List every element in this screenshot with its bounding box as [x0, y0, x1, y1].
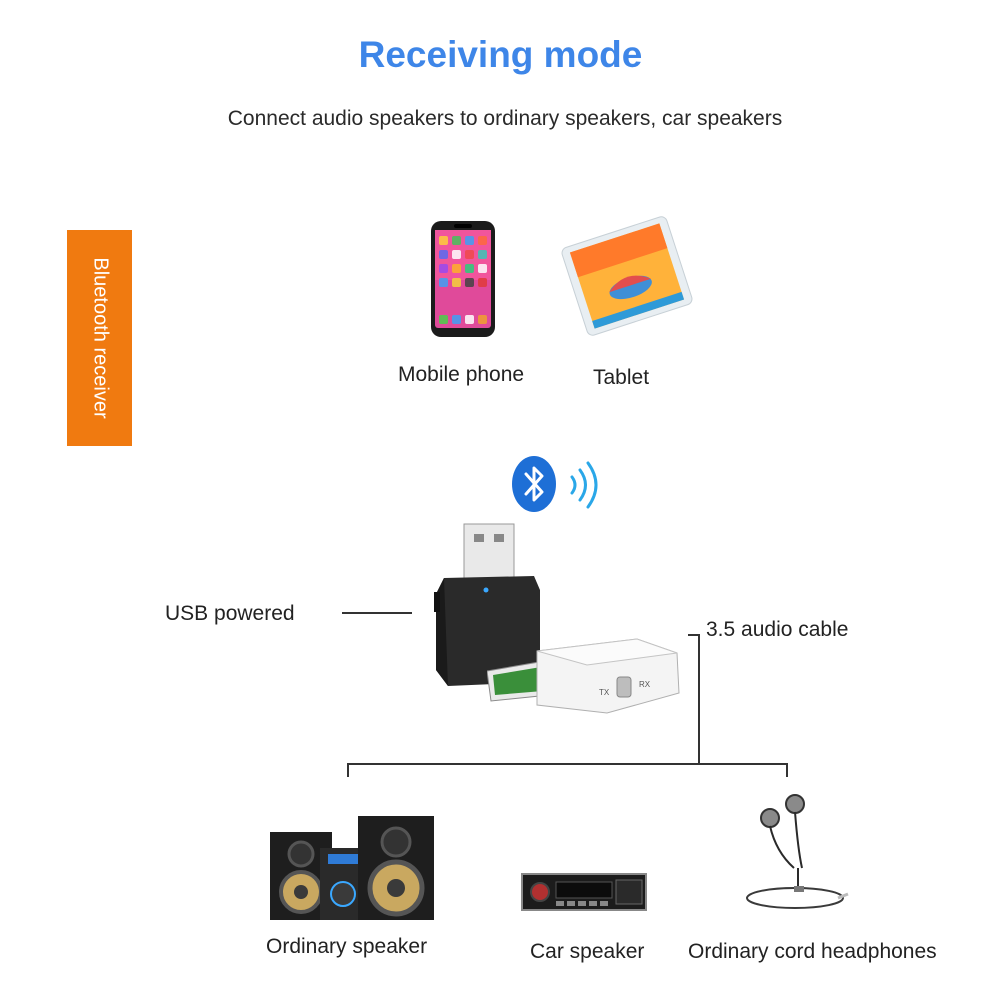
- ordinary-speaker-label: Ordinary speaker: [266, 935, 428, 958]
- mobile-phone-image: [431, 221, 495, 337]
- black-usb-adapter-image: [434, 523, 540, 686]
- bluetooth-icon: [512, 456, 556, 512]
- white-usb-adapter-image: TX RX: [487, 638, 680, 714]
- mobile-phone-label: Mobile phone: [398, 363, 525, 386]
- cable-drop-left: [347, 763, 349, 777]
- cable-drop-right: [786, 763, 788, 777]
- page-title: Receiving mode: [358, 34, 643, 75]
- bluetooth-receiver-label: Bluetooth receiver: [89, 257, 111, 419]
- usb-powered-line: [342, 612, 412, 614]
- headphones-label: Ordinary cord headphones: [688, 940, 937, 963]
- tablet-label: Tablet: [593, 366, 650, 389]
- cable-line-vertical: [698, 634, 700, 764]
- ordinary-speaker-image: [270, 816, 434, 920]
- bluetooth-receiver-tab: Bluetooth receiver: [67, 230, 132, 446]
- page-subtitle: Connect audio speakers to ordinary speak…: [227, 107, 783, 130]
- car-speaker-label: Car speaker: [530, 940, 645, 963]
- usb-powered-label: USB powered: [165, 602, 295, 625]
- car-speaker-image: [521, 873, 647, 911]
- cable-line-horizontal: [347, 763, 787, 765]
- switch-tx-label: TX: [599, 688, 610, 697]
- cable-line-top: [688, 634, 700, 636]
- headphones-image: [746, 794, 849, 909]
- audio-cable-label: 3.5 audio cable: [706, 618, 849, 641]
- signal-waves-icon: [570, 461, 598, 509]
- switch-rx-label: RX: [639, 680, 651, 689]
- tablet-image: [561, 216, 693, 336]
